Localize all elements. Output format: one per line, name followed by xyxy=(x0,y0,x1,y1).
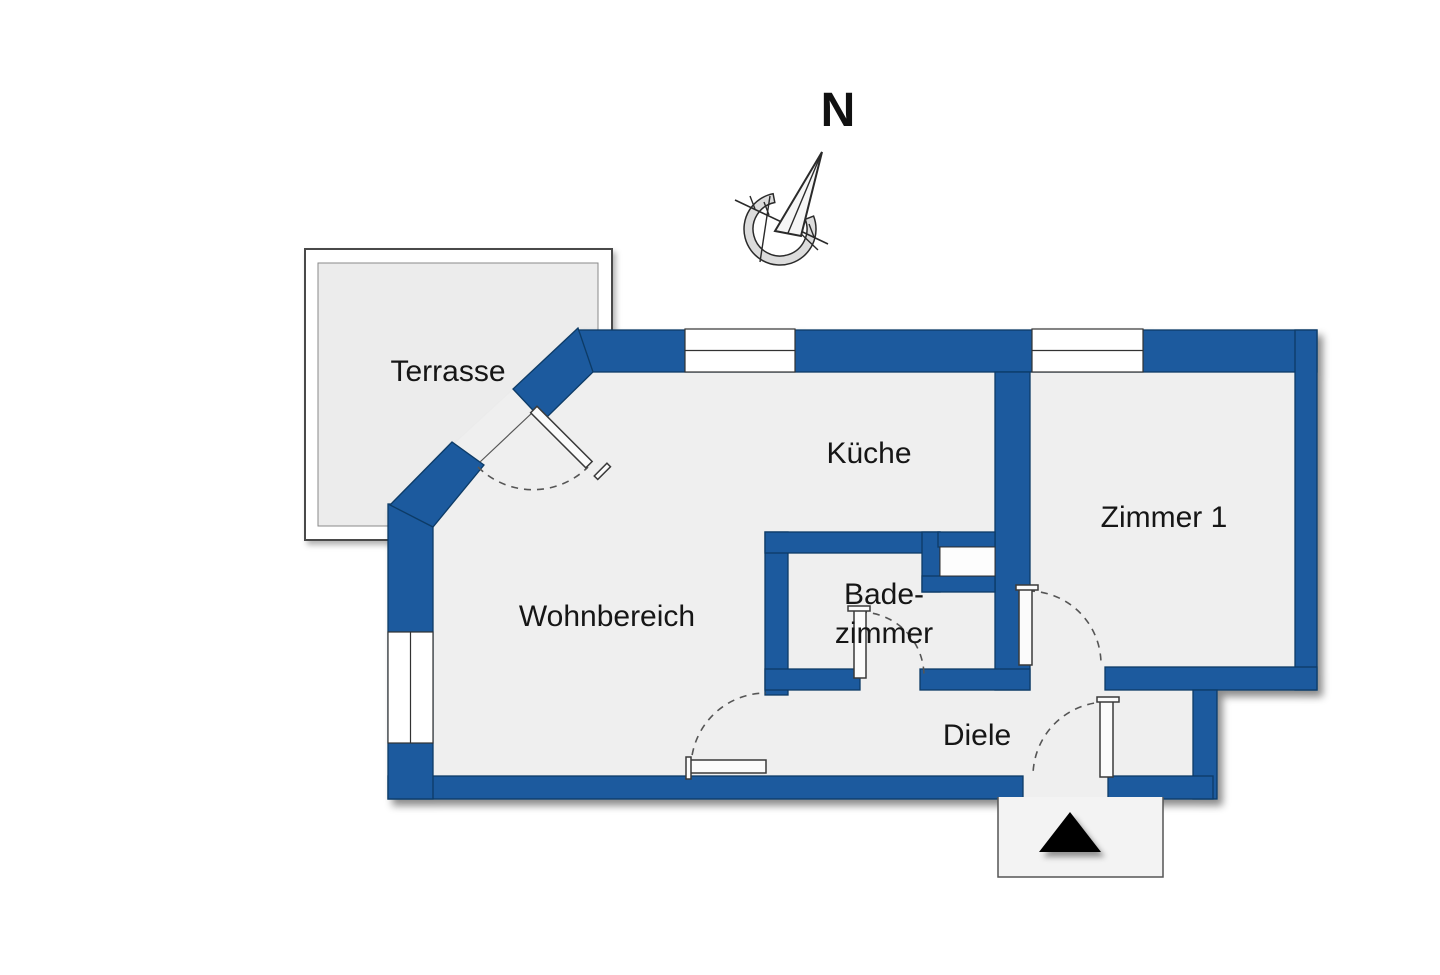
compass-rose: N xyxy=(734,84,856,266)
wall-shaft-north xyxy=(937,531,996,548)
label-wohnbereich: Wohnbereich xyxy=(519,600,695,633)
apartment-floor xyxy=(388,330,1317,799)
label-badezimmer-line1: Bade- xyxy=(844,578,924,611)
door-entrance xyxy=(1032,696,1120,778)
apartment xyxy=(387,326,1318,800)
door-badezimmer xyxy=(847,605,925,679)
room-labels: Terrasse Küche Zimmer 1 Wohnbereich Bade… xyxy=(390,355,1227,752)
door-zimmer1 xyxy=(1015,584,1102,666)
wall-south-right xyxy=(1107,775,1214,800)
window-icon-north-2 xyxy=(1031,328,1144,373)
wall-south-left xyxy=(387,775,1024,800)
label-zimmer1: Zimmer 1 xyxy=(1101,501,1228,534)
wall-diagonal-lower xyxy=(388,441,485,528)
wall-bath-north xyxy=(764,531,941,554)
wall-shaft-south xyxy=(921,575,996,593)
wall-zimmer1-south xyxy=(1104,666,1318,691)
label-kueche: Küche xyxy=(826,437,911,470)
vestibule-outline xyxy=(997,797,1164,878)
wall-east xyxy=(1294,329,1318,691)
entrance-vestibule xyxy=(997,797,1164,878)
door-terrace xyxy=(477,405,612,491)
window-icon-north-1 xyxy=(684,328,796,373)
doors xyxy=(477,405,1120,780)
entrance-arrow-icon xyxy=(1039,812,1101,852)
label-terrasse: Terrasse xyxy=(390,355,505,388)
compass-needle-icon xyxy=(734,151,829,266)
door-wohnbereich xyxy=(685,692,767,780)
wall-bath-south-left xyxy=(764,668,861,691)
wall-bath-south-right xyxy=(919,668,1031,691)
label-badezimmer-line2: zimmer xyxy=(835,617,933,650)
window-icon-west xyxy=(387,631,434,744)
label-diele: Diele xyxy=(943,719,1011,752)
shaft-niche xyxy=(939,546,996,577)
compass-north-label: N xyxy=(821,84,856,137)
